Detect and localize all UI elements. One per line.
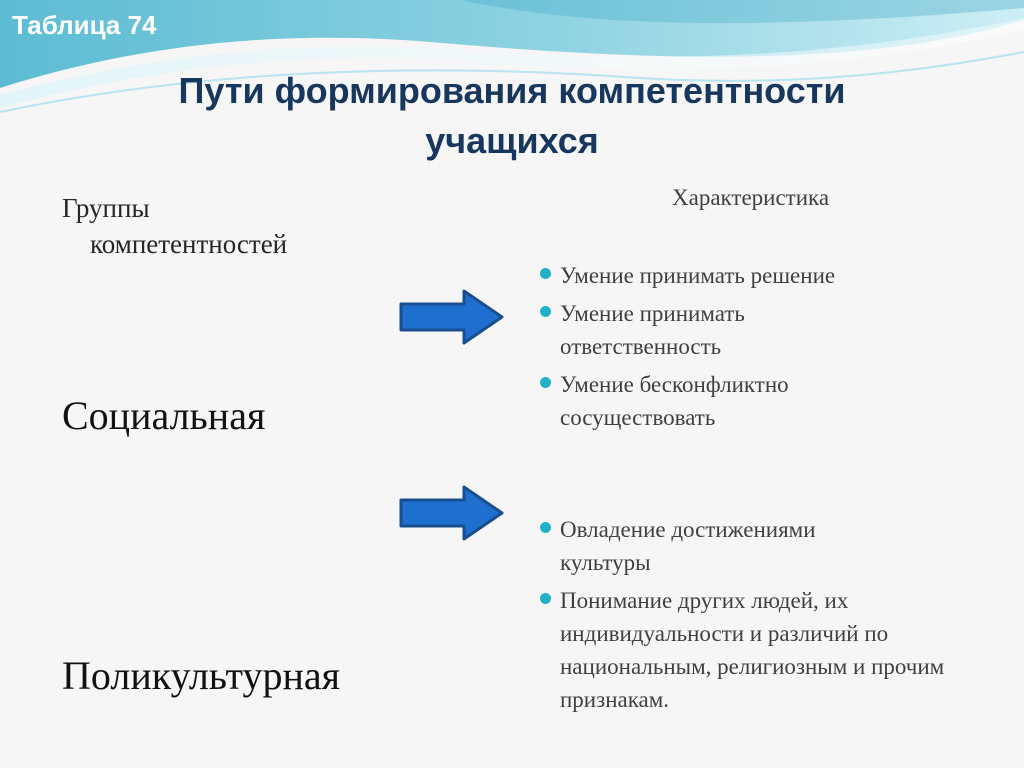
right-arrow-icon bbox=[399, 289, 504, 345]
left-column-heading: Группы компетентностей bbox=[62, 193, 288, 259]
slide-title: Пути формирования компетентности учащихс… bbox=[178, 70, 846, 161]
slide-badge: Таблица 74 bbox=[12, 10, 157, 40]
right-column-heading: Характеристика bbox=[672, 185, 830, 210]
group-name-social: Социальная bbox=[62, 393, 266, 438]
list-item: Овладение достижениями культуры bbox=[538, 513, 900, 579]
multicultural-competence-list: Овладение достижениями культуры Понимани… bbox=[538, 513, 1000, 721]
list-item: Умение бесконфликтно сосуществовать bbox=[538, 368, 870, 434]
list-item: Умение принимать ответственность bbox=[538, 297, 850, 363]
group-name-multicultural: Поликультурная bbox=[62, 653, 341, 698]
social-competence-list: Умение принимать решение Умение принимат… bbox=[538, 259, 940, 439]
list-item: Умение принимать решение bbox=[538, 259, 940, 292]
list-item: Понимание других людей, их индивидуально… bbox=[538, 584, 1000, 716]
header-wave-decoration bbox=[0, 0, 1024, 113]
right-arrow-icon bbox=[399, 485, 504, 541]
